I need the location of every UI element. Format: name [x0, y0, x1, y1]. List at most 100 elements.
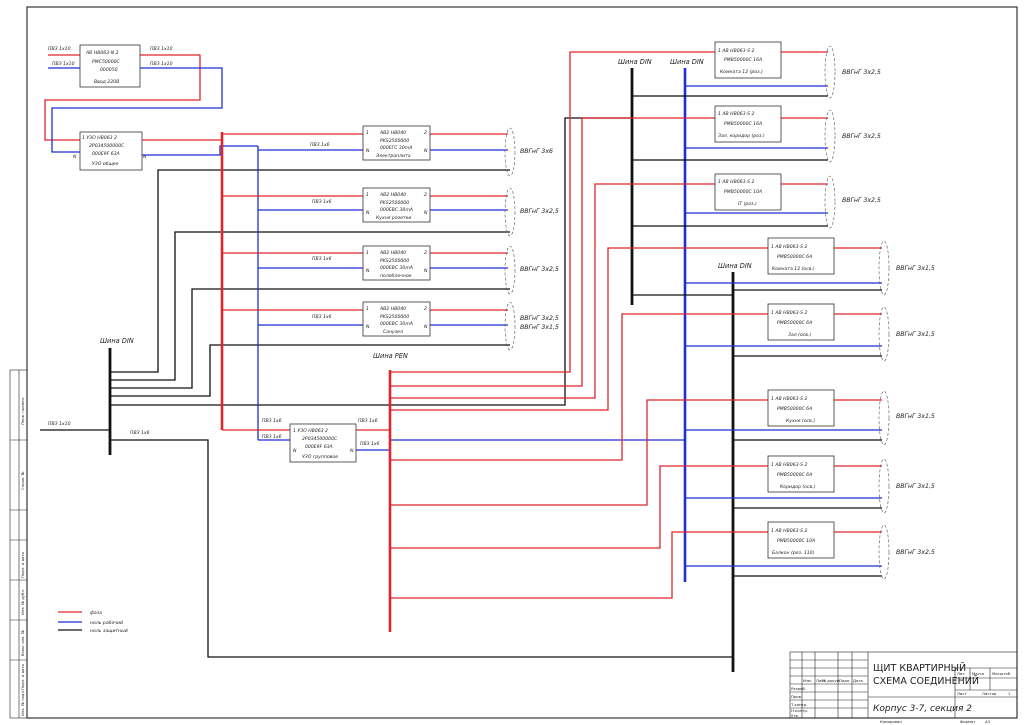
strip-label-7: Инв. № подл. — [20, 690, 25, 716]
right-group-5: 1 АВ НВ063-S 2 PMB50000C 6A Зал (осв.) В… — [685, 303, 935, 362]
right-group-5-line-1: 1 АВ НВ063-S 2 — [771, 310, 808, 316]
strip-label-1: Перв. примен. — [20, 396, 25, 425]
left-group-1-wire: ПВЗ 1х6 — [310, 142, 330, 148]
left-group-3-line-3: 000ЕВС 30mA — [380, 265, 413, 271]
right-group-7: 1 АВ НВ063-S 2 PMB50000C 6A Коридор (осв… — [685, 455, 935, 514]
group-rcd-line-3: 000Е9F 63А — [305, 444, 333, 450]
strip-label-5: Взам. инв. № — [20, 630, 25, 656]
left-group-1-line-1: АВ2 НВ040 — [379, 130, 406, 136]
main-rcd-line-1: 1 УЗО НВ063 2 — [82, 135, 117, 141]
right-group-3-line-2: PMB50000C 10A — [724, 189, 762, 195]
left-group-1-line-3: 000ЕГС 30mA — [380, 145, 412, 151]
right-group-7-breaker — [767, 455, 835, 493]
right-group-5-cable: ВВГнГ 3х1,5 — [896, 331, 935, 338]
group-rcd-wire-d: ПВЗ 1х6 — [360, 441, 380, 447]
top-din-label-2: Шина DIN — [670, 58, 704, 66]
right-group-7-line-2: PMB50000C 6A — [777, 472, 812, 478]
stamp-role-2: Пров. — [791, 694, 802, 699]
legend-pe-label: ноль защитный — [90, 628, 128, 634]
left-group-1-breaker — [362, 125, 431, 161]
right-group-1: 1 АВ НВ063-S 2 PMB50000C 16A Комната 12 … — [632, 41, 881, 99]
left-group-1-pole-1: 1 — [366, 130, 369, 136]
left-group-2-wire: ПВЗ 1х6 — [312, 199, 332, 205]
left-group-4-n-in: N — [366, 324, 370, 330]
left-group-2: 1 2 АВ2 НВ040 PKS2500000 000ЕВС 30mA Кух… — [222, 187, 559, 237]
title-format-value: А3 — [985, 719, 991, 724]
right-group-8: 1 АВ НВ063-S 2 PMB50000C 10A Балкон (роз… — [685, 521, 935, 580]
right-group-8-breaker — [767, 521, 835, 559]
right-group-2-line-1: 1 АВ НВ063-S 2 — [718, 111, 755, 117]
main-rcd-n: N — [73, 154, 77, 160]
main-rcd-line-3: 000Е9F 63А — [92, 151, 120, 157]
drawing-frame — [26, 6, 1018, 719]
left-group-1-n-out: N — [424, 148, 428, 154]
left-group-3-n-out: N — [424, 268, 428, 274]
right-group-1-line-1: 1 АВ НВ063-S 2 — [718, 48, 755, 54]
right-group-4-line-3: Комната 12 (осв.) — [772, 266, 815, 272]
left-group-3-caption: полоблочное — [380, 273, 412, 279]
left-group-2-line-2: PKS2500000 — [380, 200, 409, 206]
right-group-7-line-1: 1 АВ НВ063-S 2 — [771, 462, 808, 468]
right-group-4-line-2: PMB50000C 6A — [777, 254, 812, 260]
left-group-4-cable: ВВГнГ 3х2,5 — [520, 315, 559, 322]
right-group-3: 1 АВ НВ063-S 2 PMB50000C 10A IT (роз.) В… — [632, 173, 881, 229]
left-group-3-wire: ПВЗ 1х6 — [312, 256, 332, 262]
right-group-3-line-3: IT (роз.) — [738, 201, 757, 207]
stamp-role-6: Утв. — [791, 713, 799, 718]
input-cable-label-2: ПВЗ 1х10 — [52, 61, 75, 67]
left-group-4-line-2: PKS2500000 — [380, 314, 409, 320]
left-group-1-n-in: N — [366, 148, 370, 154]
left-group-3-cable: ВВГнГ 3х2,5 — [520, 266, 559, 273]
left-group-2-caption: Кухня розетки — [376, 215, 411, 221]
left-group-1-caption: Электроплита — [375, 153, 411, 159]
title-format: Формат — [960, 719, 976, 724]
left-din-bus-label: Шина DIN — [100, 337, 134, 345]
right-group-1-cable: ВВГнГ 3х2,5 — [842, 69, 881, 76]
main-rcd-line-2: 2Р034500000С — [89, 143, 125, 149]
right-group-1-line-3: Комната 12 (роз.) — [720, 69, 763, 75]
left-group-3-n-in: N — [366, 268, 370, 274]
main-rcd-line-4: УЗО общее — [92, 161, 119, 167]
main-rcd-n-out: N — [143, 154, 147, 160]
left-group-2-breaker — [362, 187, 431, 223]
title-stage-head: Лит — [957, 671, 965, 676]
right-group-8-line-1: 1 АВ НВ063-S 2 — [771, 528, 808, 534]
right-group-6: 1 АВ НВ063-S 2 PMB50000C 6A Кухня (осв.)… — [685, 389, 935, 446]
right-group-2-breaker — [714, 105, 782, 143]
left-group-3-pole-2: 2 — [424, 250, 427, 256]
right-group-6-line-1: 1 АВ НВ063-S 2 — [771, 396, 808, 402]
right-group-6-breaker — [767, 389, 835, 427]
left-group-4-breaker — [362, 301, 431, 337]
title-block: Изм. Лист № докум. Подп. Дата Разраб. Пр… — [789, 651, 1018, 724]
right-group-6-line-2: PMB50000C 6A — [777, 406, 812, 412]
input-cable-label-3: ПВЗ 1х10 — [150, 46, 173, 52]
stamp-col-doc: № докум. — [822, 678, 841, 683]
main-breaker-line-1: АВ НВ063-N 2 — [85, 50, 119, 56]
right-group-7-cable: ВВГнГ 3х1,5 — [896, 483, 935, 490]
left-group-4-wire: ПВЗ 1х6 — [312, 314, 332, 320]
top-din-label-1: Шина DIN — [618, 58, 652, 66]
left-group-4-line-1: АВ2 НВ040 — [379, 306, 406, 312]
legend-neutral-label: ноль рабочий — [90, 620, 123, 626]
stamp-col-izm: Изм. — [803, 678, 812, 683]
left-group-2-line-1: АВ2 НВ040 — [379, 192, 406, 198]
title-sheets-label: Листов — [982, 691, 997, 696]
main-breaker-line-3: 000050 — [100, 67, 118, 73]
left-group-3: 1 2 АВ2 НВ040 PKS2500000 000ЕВС 30mA пол… — [222, 245, 559, 295]
main-breaker-line-2: PMC50000C — [92, 59, 121, 65]
strip-label-2: Справ. № — [20, 471, 25, 490]
main-rcd-box — [79, 131, 143, 171]
left-group-2-pole-1: 1 — [366, 192, 369, 198]
right-group-5-breaker — [767, 303, 835, 341]
left-group-4-caption: Санузел — [383, 329, 403, 335]
left-group-2-n-out: N — [424, 210, 428, 216]
title-mass-head: Масса — [972, 671, 984, 676]
title-sheets-count: 1 — [1008, 691, 1011, 696]
left-group-1-cable: ВВГнГ 3х6 — [520, 148, 553, 155]
mid-din-label: Шина DIN — [718, 262, 752, 270]
right-group-8-line-3: Балкон (роз. 110) — [772, 550, 815, 556]
left-group-1-line-2: PKS2500000 — [380, 138, 409, 144]
legend: фаза ноль рабочий ноль защитный — [58, 610, 128, 634]
left-group-3-line-2: PKS2500000 — [380, 258, 409, 264]
left-group-2-cable: ВВГнГ 3х2,5 — [520, 208, 559, 215]
